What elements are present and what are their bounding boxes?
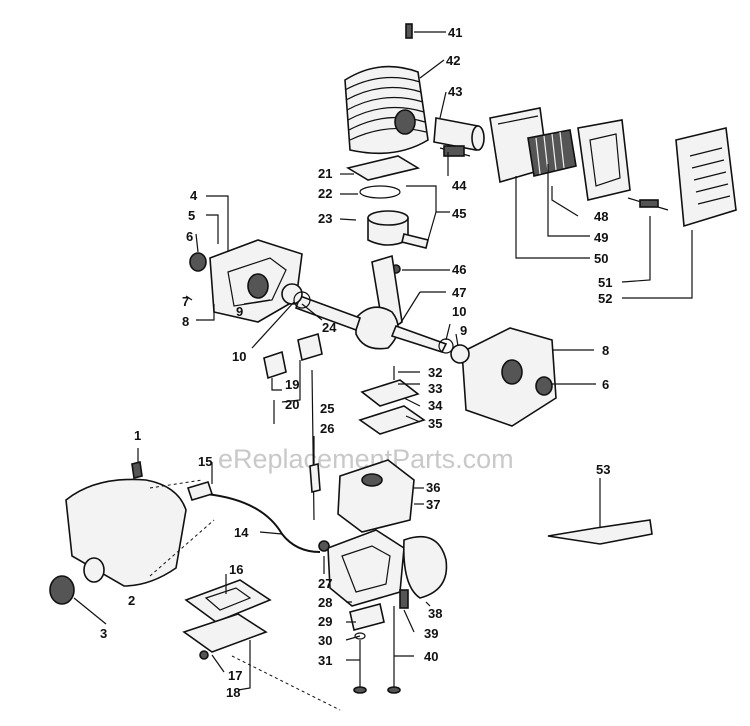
carburetor-part-28 bbox=[327, 529, 405, 607]
rod-part-25 bbox=[311, 369, 315, 521]
crankcase-right-part-8 bbox=[461, 327, 557, 427]
plate-part-18 bbox=[182, 613, 268, 653]
callout-31: 31 bbox=[318, 653, 332, 668]
callout-15: 15 bbox=[198, 454, 212, 469]
leader-lines bbox=[73, 31, 693, 711]
tank-cap-part-3 bbox=[49, 557, 105, 605]
callout-49: 49 bbox=[594, 230, 608, 245]
callout-30: 30 bbox=[318, 633, 332, 648]
washer-part-10-left bbox=[293, 291, 311, 309]
bracket-part-29 bbox=[349, 603, 385, 631]
callout-5: 5 bbox=[188, 208, 195, 223]
callout-9-right: 9 bbox=[460, 323, 467, 338]
callout-36: 36 bbox=[426, 480, 440, 495]
washer-part-30 bbox=[354, 632, 366, 640]
piston-part-23 bbox=[367, 210, 429, 249]
callout-42: 42 bbox=[446, 53, 460, 68]
callout-39: 39 bbox=[424, 626, 438, 641]
callout-6-left: 6 bbox=[186, 229, 193, 244]
callout-25: 25 bbox=[320, 401, 334, 416]
plate-part-38 bbox=[403, 535, 448, 599]
callout-19: 19 bbox=[285, 377, 299, 392]
crankshaft-part-47 bbox=[294, 254, 448, 353]
callout-48: 48 bbox=[594, 209, 608, 224]
screw-part-17 bbox=[199, 650, 209, 660]
grille-cover-part-52 bbox=[675, 127, 737, 228]
vent-part-1 bbox=[131, 461, 143, 479]
callout-22: 22 bbox=[318, 186, 332, 201]
callout-17: 17 bbox=[228, 668, 242, 683]
callout-43: 43 bbox=[448, 84, 462, 99]
filter-cover-part-48 bbox=[577, 119, 631, 201]
gasket-part-21 bbox=[345, 155, 421, 181]
callout-34: 34 bbox=[428, 398, 443, 413]
spring-part-39 bbox=[399, 589, 409, 609]
callout-labels: 41 42 43 44 45 46 47 48 49 50 51 52 21 2… bbox=[100, 25, 612, 700]
callout-51: 51 bbox=[598, 275, 612, 290]
clip-part-26 bbox=[309, 462, 321, 494]
callout-40: 40 bbox=[424, 649, 438, 664]
callout-47: 47 bbox=[452, 285, 466, 300]
callout-14: 14 bbox=[234, 525, 249, 540]
callout-53: 53 bbox=[596, 462, 610, 477]
adaptor-part-36 bbox=[337, 459, 415, 533]
callout-2: 2 bbox=[128, 593, 135, 608]
callout-10-left: 10 bbox=[232, 349, 246, 364]
gasket-part-16 bbox=[184, 579, 272, 623]
callout-26: 26 bbox=[320, 421, 334, 436]
callout-29: 29 bbox=[318, 614, 332, 629]
bearing-part-9-left bbox=[281, 283, 303, 305]
callout-50: 50 bbox=[594, 251, 608, 266]
spring-part-44 bbox=[439, 145, 471, 157]
callout-20: 20 bbox=[285, 397, 299, 412]
callout-16: 16 bbox=[229, 562, 243, 577]
callout-24: 24 bbox=[322, 320, 337, 335]
gasket-part-35 bbox=[358, 405, 426, 435]
callout-35: 35 bbox=[428, 416, 442, 431]
grease-tube-part-53 bbox=[547, 519, 653, 545]
ring-part-22 bbox=[359, 185, 401, 199]
callout-23: 23 bbox=[318, 211, 332, 226]
crankcase-left-part-8 bbox=[209, 239, 303, 323]
callout-8-right: 8 bbox=[602, 343, 609, 358]
callout-27: 27 bbox=[318, 576, 332, 591]
cylinder-part-42 bbox=[344, 65, 429, 155]
bearing-part-9-right bbox=[450, 344, 470, 364]
callout-4: 4 bbox=[190, 188, 198, 203]
fuel-line-part-14 bbox=[205, 493, 321, 553]
callout-38: 38 bbox=[428, 606, 442, 621]
callout-21: 21 bbox=[318, 166, 332, 181]
pin-part-51 bbox=[627, 197, 669, 211]
callout-1: 1 bbox=[134, 428, 141, 443]
callout-37: 37 bbox=[426, 497, 440, 512]
screw-part-41 bbox=[405, 23, 413, 39]
bolt-part-40 bbox=[387, 606, 401, 694]
fitting-part-27 bbox=[318, 540, 330, 552]
callout-44: 44 bbox=[452, 178, 467, 193]
callout-7: 7 bbox=[182, 294, 189, 309]
filter-element-part-49 bbox=[527, 129, 577, 177]
callout-9-left: 9 bbox=[236, 304, 243, 319]
callout-32: 32 bbox=[428, 365, 442, 380]
callout-6-right: 6 bbox=[602, 377, 609, 392]
callout-18: 18 bbox=[226, 685, 240, 700]
callout-3: 3 bbox=[100, 626, 107, 641]
callout-33: 33 bbox=[428, 381, 442, 396]
callout-41: 41 bbox=[448, 25, 462, 40]
callout-52: 52 bbox=[598, 291, 612, 306]
seal-part-6-left bbox=[189, 252, 207, 272]
callout-45: 45 bbox=[452, 206, 466, 221]
muffler-part-43 bbox=[433, 117, 485, 151]
plate-part-19 bbox=[263, 332, 323, 380]
bolt-part-31 bbox=[353, 640, 367, 694]
callout-28: 28 bbox=[318, 595, 332, 610]
callout-10-right: 10 bbox=[452, 304, 466, 319]
callout-46: 46 bbox=[452, 262, 466, 277]
filter-part-15 bbox=[186, 481, 214, 501]
callout-8-left: 8 bbox=[182, 314, 189, 329]
reed-plate-part-33-34 bbox=[360, 379, 420, 407]
